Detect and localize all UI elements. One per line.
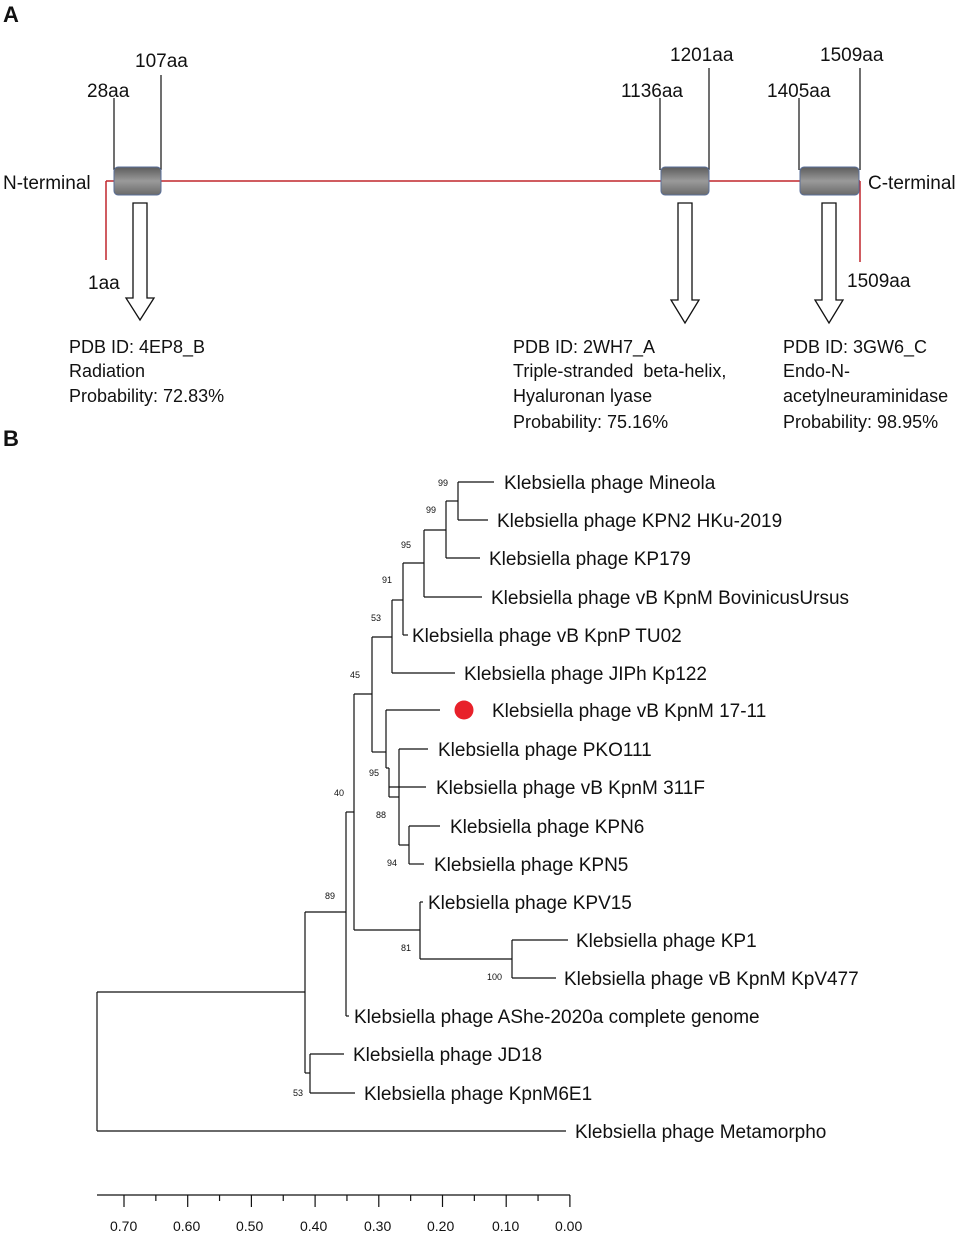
pos-1201aa: 1201aa bbox=[670, 45, 734, 66]
arrow-down-icon bbox=[669, 202, 701, 325]
domain-3-line-2: Endo-N- bbox=[783, 361, 850, 381]
bootstrap-value: 81 bbox=[401, 943, 411, 953]
bootstrap-value: 100 bbox=[487, 972, 502, 982]
scale-tick-label: 0.00 bbox=[555, 1218, 582, 1234]
panel-a-label: A bbox=[3, 2, 19, 27]
scale-tick-label: 0.50 bbox=[236, 1218, 263, 1234]
scale-tick-label: 0.40 bbox=[300, 1218, 327, 1234]
bootstrap-value: 40 bbox=[334, 788, 344, 798]
domain-1-line-3: Probability: 72.83% bbox=[69, 386, 224, 406]
taxon-label: Klebsiella phage vB KpnM BovinicusUrsus bbox=[491, 588, 849, 609]
phylogenetic-tree bbox=[96, 481, 568, 1132]
domain-box-2 bbox=[660, 166, 710, 196]
highlight-dot-icon bbox=[454, 700, 474, 720]
taxon-label: Klebsiella phage KP1 bbox=[576, 931, 757, 952]
pos-1136aa: 1136aa bbox=[621, 81, 683, 102]
bootstrap-value: 99 bbox=[426, 505, 436, 515]
pos-28aa: 28aa bbox=[87, 81, 130, 102]
bootstrap-value: 94 bbox=[387, 858, 397, 868]
pos-1aa: 1aa bbox=[88, 273, 120, 294]
domain-box-1 bbox=[113, 166, 162, 196]
taxon-label: Klebsiella phage KP179 bbox=[489, 549, 691, 570]
scale-tick-label: 0.70 bbox=[110, 1218, 137, 1234]
taxon-label: Klebsiella phage Metamorpho bbox=[575, 1122, 826, 1143]
domain-1-line-1: PDB ID: 4EP8_B bbox=[69, 337, 205, 358]
pos-107aa: 107aa bbox=[135, 51, 188, 72]
bootstrap-value: 99 bbox=[438, 478, 448, 488]
arrow-down-icon bbox=[813, 202, 845, 325]
c-terminal-label: C-terminal bbox=[868, 173, 956, 194]
scale-axis bbox=[97, 1194, 571, 1207]
domain-2-line-4: Probability: 75.16% bbox=[513, 412, 668, 432]
taxon-label: Klebsiella phage KPN2 HKu-2019 bbox=[497, 511, 782, 532]
domain-2-line-3: Hyaluronan lyase bbox=[513, 386, 652, 406]
taxon-label: Klebsiella phage vB KpnM 17-11 bbox=[492, 701, 766, 722]
scale-tick-label: 0.30 bbox=[364, 1218, 391, 1234]
taxon-label: Klebsiella phage KpnM6E1 bbox=[364, 1084, 592, 1105]
taxon-label: Klebsiella phage JD18 bbox=[353, 1045, 542, 1066]
taxon-label: Klebsiella phage Mineola bbox=[504, 473, 716, 494]
n-terminal-label: N-terminal bbox=[3, 173, 91, 194]
bootstrap-value: 89 bbox=[325, 891, 335, 901]
bootstrap-value: 95 bbox=[401, 540, 411, 550]
domain-3-line-1: PDB ID: 3GW6_C bbox=[783, 337, 927, 358]
pos-1509aa-bottom: 1509aa bbox=[847, 271, 911, 292]
taxon-label: Klebsiella phage vB KpnM 311F bbox=[436, 778, 705, 799]
arrow-down-icon bbox=[124, 202, 156, 322]
bootstrap-value: 91 bbox=[382, 575, 392, 585]
domain-3-line-3: acetylneuraminidase bbox=[783, 386, 948, 406]
bootstrap-value: 45 bbox=[350, 670, 360, 680]
taxon-label: Klebsiella phage JIPh Kp122 bbox=[464, 664, 707, 685]
taxon-label: Klebsiella phage vB KpnM KpV477 bbox=[564, 969, 859, 990]
pos-1405aa: 1405aa bbox=[767, 81, 831, 102]
taxon-label: Klebsiella phage AShe-2020a complete gen… bbox=[354, 1007, 760, 1028]
taxon-label: Klebsiella phage KPN5 bbox=[434, 855, 628, 876]
bootstrap-value: 88 bbox=[376, 810, 386, 820]
taxon-label: Klebsiella phage PKO111 bbox=[438, 740, 652, 761]
scale-tick-label: 0.10 bbox=[492, 1218, 519, 1234]
domain-2-line-2: Triple-stranded beta-helix, bbox=[513, 361, 726, 381]
bootstrap-value: 53 bbox=[293, 1088, 303, 1098]
domain-3-line-4: Probability: 98.95% bbox=[783, 412, 938, 432]
taxon-label: Klebsiella phage KPV15 bbox=[428, 893, 632, 914]
bootstrap-value: 95 bbox=[369, 768, 379, 778]
taxon-label: Klebsiella phage vB KpnP TU02 bbox=[412, 626, 682, 647]
scale-tick-label: 0.60 bbox=[173, 1218, 200, 1234]
domain-2-line-1: PDB ID: 2WH7_A bbox=[513, 337, 655, 358]
pos-1509aa-top: 1509aa bbox=[820, 45, 884, 66]
taxon-label: Klebsiella phage KPN6 bbox=[450, 817, 644, 838]
bootstrap-value: 53 bbox=[371, 613, 381, 623]
domain-box-3 bbox=[799, 166, 860, 196]
panel-b-label: B bbox=[3, 426, 19, 451]
domain-1-line-2: Radiation bbox=[69, 361, 145, 381]
scale-tick-label: 0.20 bbox=[427, 1218, 454, 1234]
